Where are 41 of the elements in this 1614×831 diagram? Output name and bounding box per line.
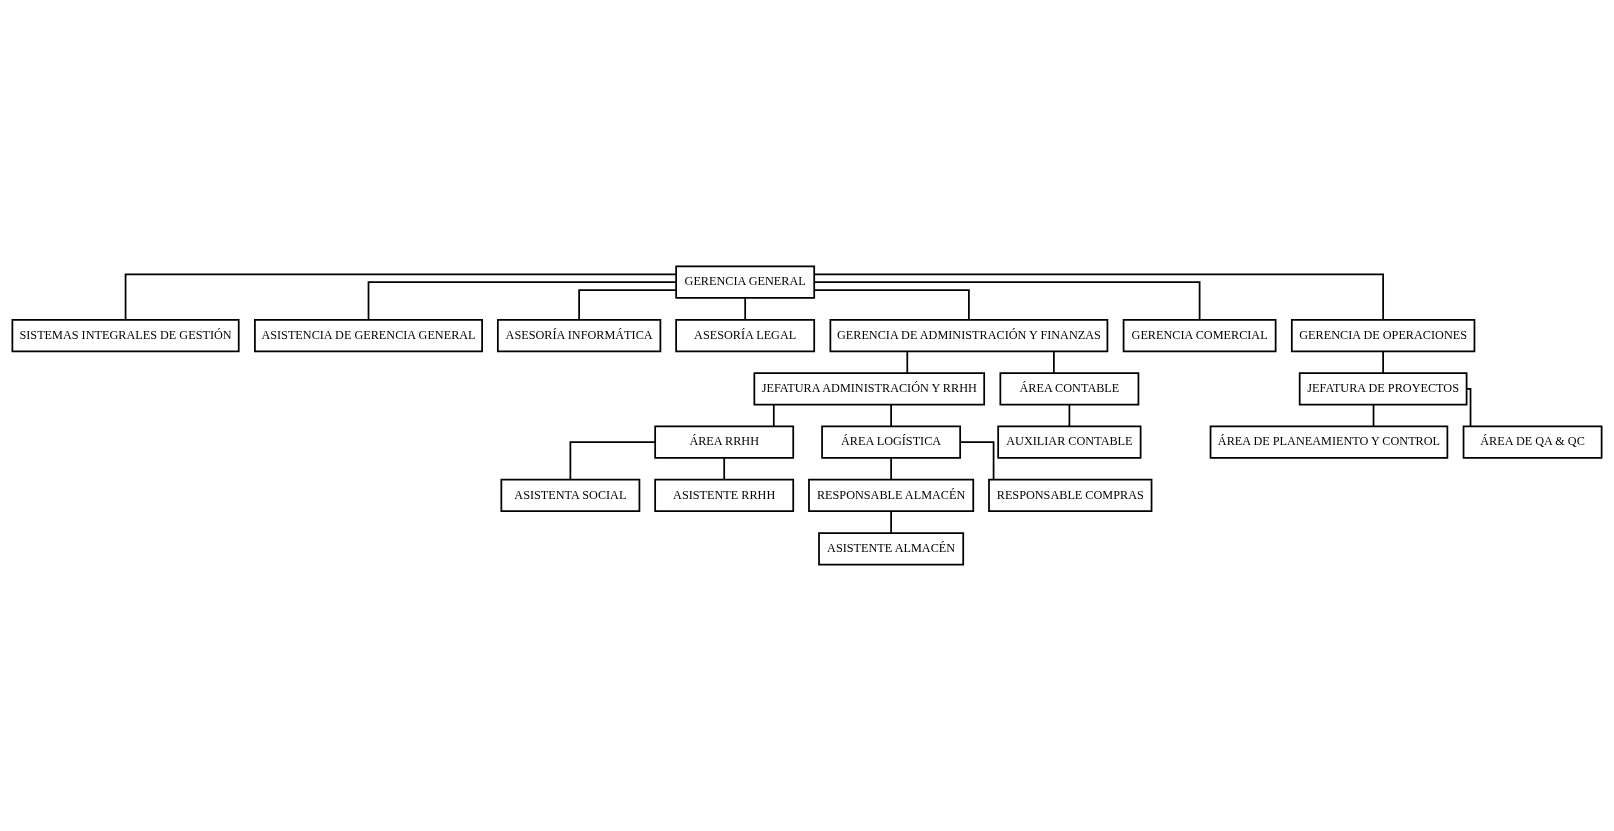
node-box: SISTEMAS INTEGRALES DE GESTIÓN (11, 318, 240, 353)
node-box: ÁREA DE QA & QC (1462, 425, 1603, 459)
connector (1382, 350, 1384, 374)
connector (1465, 387, 1472, 428)
connector (890, 403, 892, 428)
node-box: JEFATURA DE PROYECTOS (1298, 372, 1468, 406)
node-box: GERENCIA DE OPERACIONES (1290, 318, 1476, 353)
connector (813, 273, 1384, 321)
node-box: GERENCIA DE ADMINISTRACIÓN Y FINANZAS (829, 318, 1109, 353)
connector (367, 281, 677, 321)
connector (772, 403, 775, 428)
connector (890, 457, 892, 481)
node-box: GERENCIA COMERCIAL (1122, 318, 1277, 353)
connector (723, 457, 726, 481)
node-box: ASESORÍA INFORMÁTICA (496, 318, 662, 353)
node-box: GERENCIA GENERAL (675, 265, 816, 299)
node-box: ASISTENCIA DE GERENCIA GENERAL (254, 318, 483, 353)
connector (890, 510, 892, 534)
node-box: ÁREA RRHH (654, 425, 795, 459)
connector (578, 289, 677, 321)
node-box: ÁREA CONTABLE (999, 372, 1140, 406)
connector (1372, 403, 1375, 428)
node-box: ASISTENTA SOCIAL (500, 478, 641, 513)
connector (813, 281, 1201, 321)
connector (124, 273, 677, 321)
connector (744, 297, 747, 321)
node-box: AUXILIAR CONTABLE (997, 425, 1142, 459)
node-box: ÁREA DE PLANEAMIENTO Y CONTROL (1209, 425, 1449, 459)
node-box: ASISTENTE ALMACÉN (818, 532, 965, 566)
connector (813, 289, 970, 321)
node-box: ASESORÍA LEGAL (675, 318, 816, 353)
node-box: ASISTENTE RRHH (654, 478, 795, 513)
connector (906, 350, 909, 374)
node-box: RESPONSABLE ALMACÉN (808, 478, 975, 513)
connector (1068, 403, 1071, 428)
connector (569, 441, 656, 481)
node-box: RESPONSABLE COMPRAS (988, 478, 1153, 513)
connector (1053, 350, 1055, 374)
node-box: ÁREA LOGÍSTICA (821, 425, 962, 459)
node-box: JEFATURA ADMINISTRACIÓN Y RRHH (753, 372, 986, 406)
connector (959, 441, 995, 481)
